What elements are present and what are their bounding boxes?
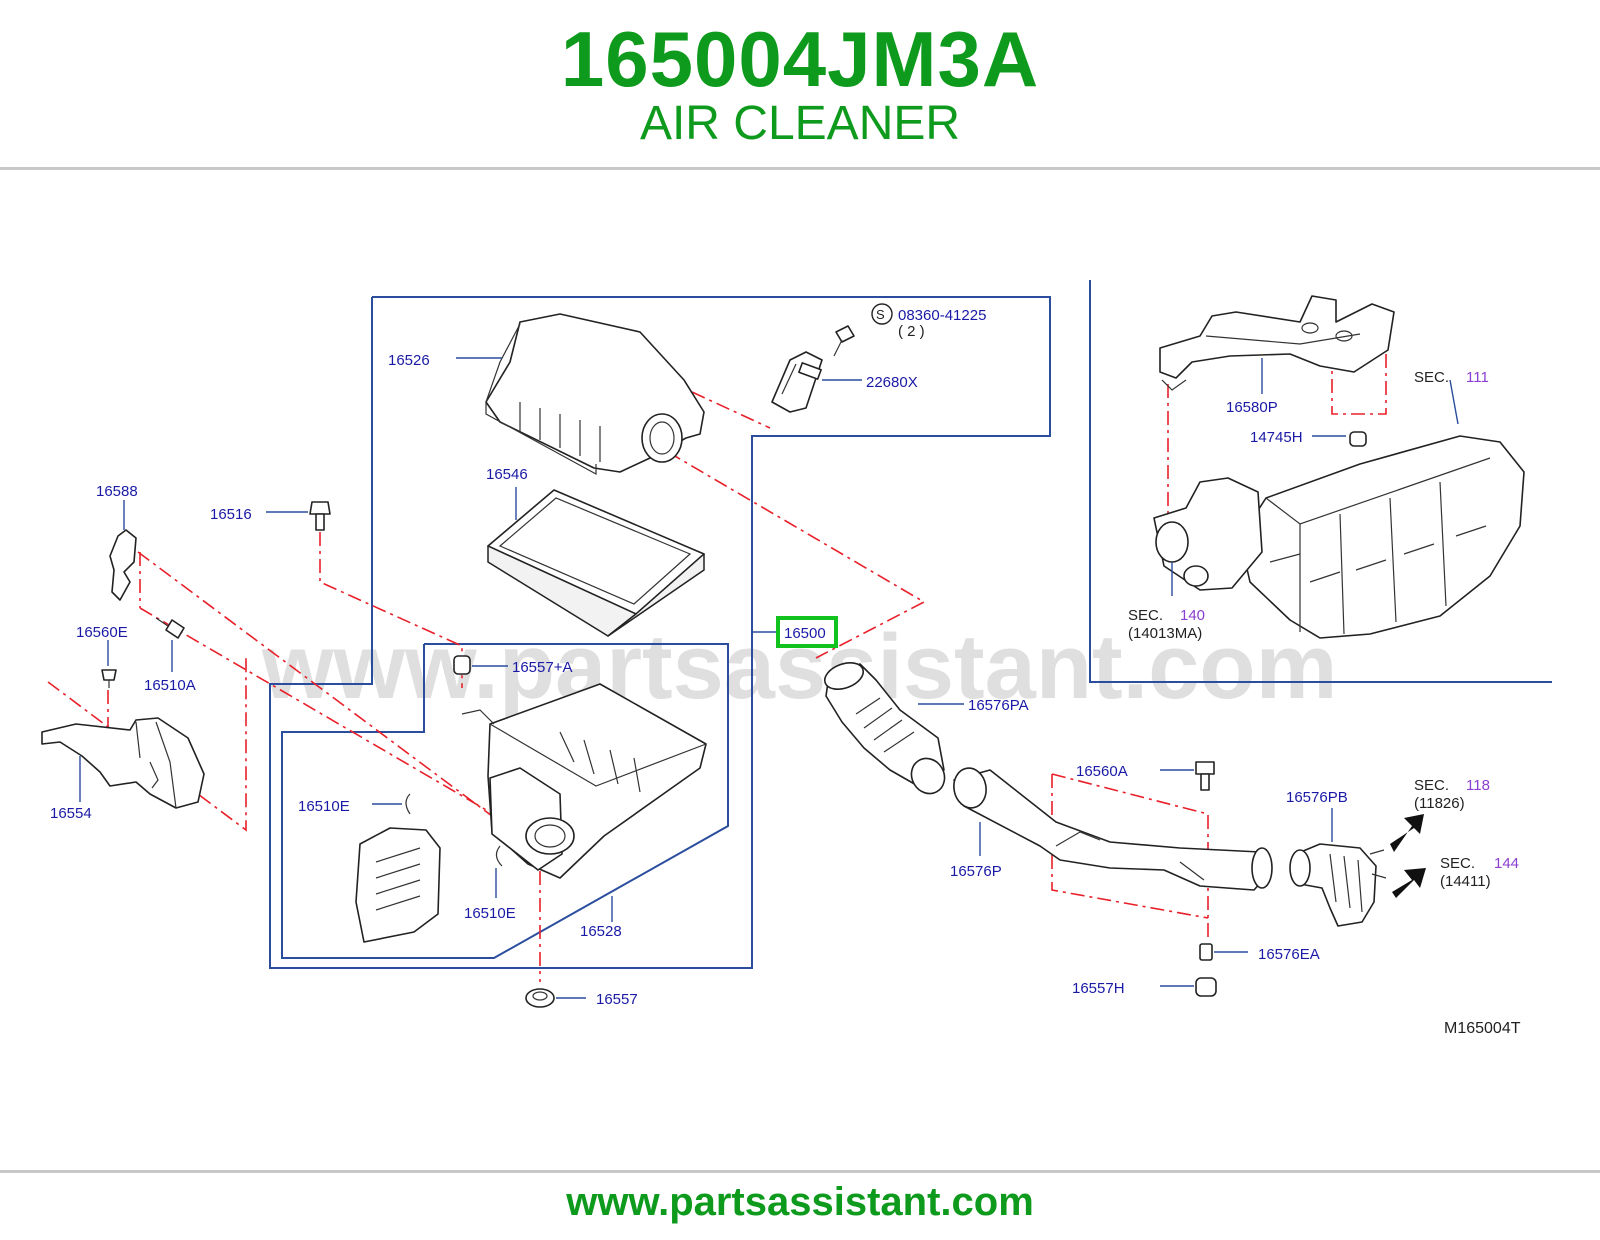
arrow-to-sec144 bbox=[1392, 868, 1426, 898]
bracket-16588 bbox=[109, 529, 137, 601]
assembly-frame-inner bbox=[281, 643, 729, 959]
section-title: AIR CLEANER bbox=[639, 97, 961, 150]
engine-section-frame bbox=[1089, 280, 1552, 683]
elbow-hose-16576PB bbox=[1289, 843, 1387, 927]
drain-valve-16557 bbox=[525, 988, 555, 1008]
label-08360-qty: ( 2 ) bbox=[898, 323, 925, 340]
label-16560E: 16560E bbox=[76, 624, 128, 641]
arrow-to-sec118 bbox=[1390, 814, 1424, 852]
header-divider bbox=[0, 167, 1600, 170]
sec140-ref: (14013MA) bbox=[1128, 625, 1202, 642]
label-16580P: 16580P bbox=[1226, 399, 1278, 416]
screw-08360-41225 bbox=[833, 325, 855, 357]
footer-divider bbox=[0, 1170, 1600, 1173]
clip-16510E-lower bbox=[495, 845, 503, 867]
sec118-number[interactable]: 118 bbox=[1466, 777, 1490, 794]
highlight-box-16500 bbox=[776, 616, 838, 648]
page-header: 165004JM3A AIR CLEANER bbox=[0, 0, 1600, 168]
assembly-frame-outer bbox=[269, 296, 1051, 969]
mass-airflow-sensor-22680X bbox=[771, 351, 823, 413]
label-16557: 16557 bbox=[596, 991, 638, 1008]
sec140-prefix: SEC. bbox=[1128, 607, 1163, 624]
bolt-16560A bbox=[1195, 761, 1215, 791]
bolt-16510A bbox=[155, 617, 185, 639]
label-16510E-lower: 16510E bbox=[464, 905, 516, 922]
inlet-duct-16554 bbox=[41, 717, 205, 809]
bellows-hose-16576PA bbox=[823, 662, 946, 795]
grommet-14745H bbox=[1349, 431, 1367, 447]
watermark-text: www.partsassistant.com bbox=[261, 616, 1337, 718]
label-16576P: 16576P bbox=[950, 863, 1002, 880]
sec111-number[interactable]: 111 bbox=[1466, 369, 1489, 386]
label-16510E-upper: 16510E bbox=[298, 798, 350, 815]
air-cleaner-cover-16526 bbox=[485, 313, 705, 476]
label-16500[interactable]: 16500 bbox=[784, 625, 826, 642]
bolt-16516 bbox=[309, 501, 331, 531]
label-14745H: 14745H bbox=[1250, 429, 1303, 446]
intake-pipe-16576P bbox=[953, 767, 1273, 891]
part-number-title: 165004JM3A bbox=[560, 15, 1040, 103]
label-16576EA: 16576EA bbox=[1258, 946, 1320, 963]
label-16528: 16528 bbox=[580, 923, 622, 940]
label-16557A: 16557+A bbox=[512, 659, 572, 676]
label-16576PA: 16576PA bbox=[968, 697, 1029, 714]
label-16560A: 16560A bbox=[1076, 763, 1128, 780]
air-cleaner-case-16528 bbox=[461, 683, 707, 879]
label-16546: 16546 bbox=[486, 466, 528, 483]
diagram-code: M165004T bbox=[1444, 1020, 1521, 1037]
standard-part-marker bbox=[871, 303, 893, 325]
footer-website-link[interactable]: www.partsassistant.com bbox=[566, 1180, 1034, 1224]
sec118-prefix: SEC. bbox=[1414, 777, 1449, 794]
label-16516: 16516 bbox=[210, 506, 252, 523]
grommet-16557A bbox=[453, 655, 471, 675]
sec144-ref: (14411) bbox=[1440, 873, 1491, 890]
label-22680X: 22680X bbox=[866, 374, 918, 391]
sec118-ref: (11826) bbox=[1414, 795, 1465, 812]
label-16588: 16588 bbox=[96, 483, 138, 500]
grommet-16576EA bbox=[1199, 943, 1213, 961]
clip-16560E bbox=[101, 669, 117, 688]
sec111-prefix: SEC. bbox=[1414, 369, 1449, 386]
sec144-number[interactable]: 144 bbox=[1494, 855, 1519, 872]
label-16557H: 16557H bbox=[1072, 980, 1125, 997]
clip-16510E-upper bbox=[405, 793, 411, 815]
label-16576PB: 16576PB bbox=[1286, 789, 1348, 806]
label-16510A: 16510A bbox=[144, 677, 196, 694]
cylinder-head-assembly bbox=[1153, 435, 1525, 639]
label-16526: 16526 bbox=[388, 352, 430, 369]
sec144-prefix: SEC. bbox=[1440, 855, 1475, 872]
parts-diagram: www.partsassistant.com 16526 bbox=[41, 280, 1552, 1037]
label-08360-41225: 08360-41225 bbox=[898, 307, 986, 324]
standard-part-letter: S bbox=[876, 307, 885, 322]
sec140-number[interactable]: 140 bbox=[1180, 607, 1205, 624]
grommet-16557H bbox=[1195, 977, 1217, 997]
label-16554: 16554 bbox=[50, 805, 92, 822]
filter-element-16546 bbox=[487, 489, 705, 637]
engine-cover-bracket-16580P bbox=[1159, 295, 1395, 391]
resonator-cover bbox=[355, 827, 441, 943]
